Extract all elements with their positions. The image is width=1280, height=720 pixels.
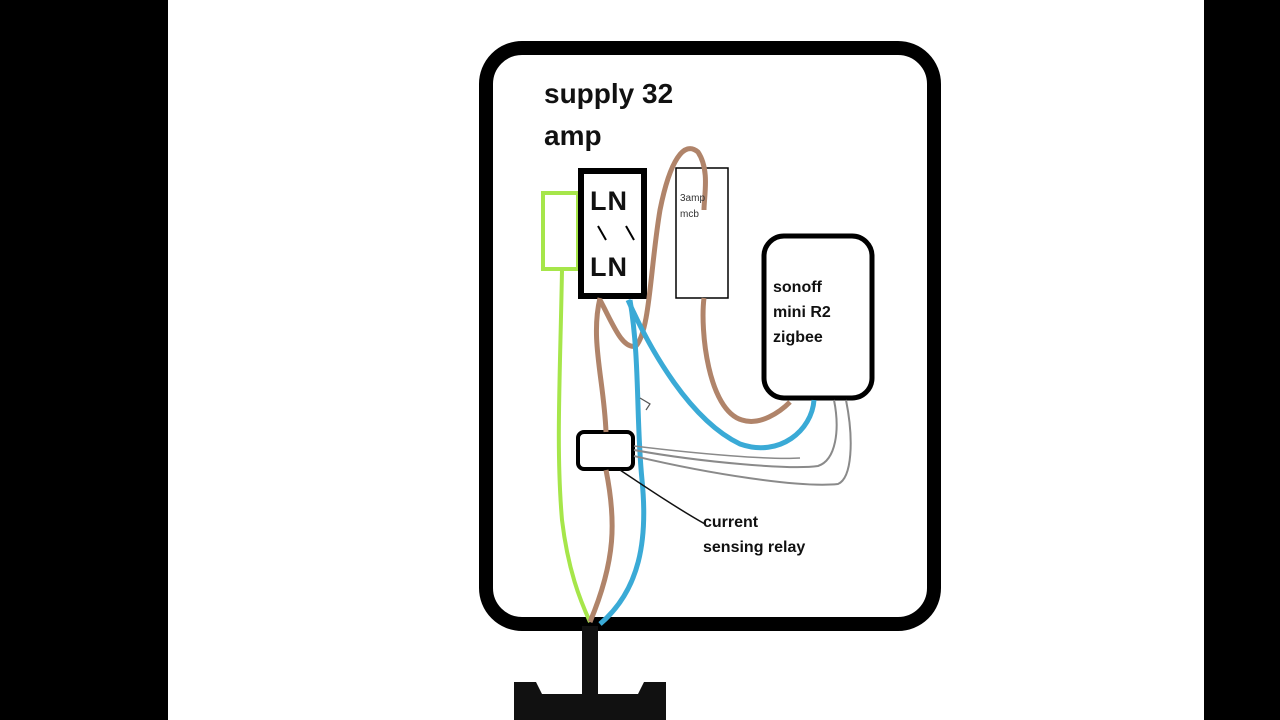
title-line-2: amp (544, 120, 602, 151)
earth-wire (556, 269, 592, 623)
sonoff-module (761, 233, 875, 401)
relay-label: current sensing relay (703, 510, 805, 560)
isolator-switch (578, 168, 647, 299)
isolator-contact-n (625, 225, 635, 241)
cable-entry (582, 626, 598, 696)
live-wire-mcb-to-sonoff (700, 297, 792, 424)
sonoff-label-line-1: sonoff (773, 279, 822, 296)
title-line-1: supply 32 (544, 78, 674, 109)
relay-label-line-1: current (703, 514, 759, 531)
sonoff-label-line-2: mini R2 (773, 304, 831, 321)
stray-mark (639, 397, 651, 411)
live-wire-relay-to-entry (587, 469, 615, 623)
relay-label-line-2: sensing relay (703, 539, 806, 556)
mcb-label-line-2: mcb (680, 209, 699, 220)
isolator-bottom-label: LN (590, 252, 628, 282)
mcb-label-line-1: 3amp (680, 193, 706, 204)
cable-gland (514, 682, 666, 720)
isolator-top-label: LN (590, 186, 628, 216)
signal-wire-1 (633, 399, 838, 469)
signal-wire-3 (633, 445, 801, 460)
live-wire-isolator-to-mcb (597, 146, 708, 349)
mcb-label: 3amp mcb (680, 191, 705, 223)
signal-wire-2 (633, 399, 852, 486)
sonoff-label: sonoff mini R2 zigbee (773, 275, 831, 350)
sonoff-label-line-3: zigbee (773, 329, 823, 346)
live-wire-isolator-to-relay (593, 297, 609, 433)
isolator-contact-l (597, 225, 607, 241)
enclosure-box (479, 41, 941, 631)
relay-label-pointer (619, 469, 706, 525)
neutral-wire-isolator-to-sonoff (625, 298, 817, 451)
neutral-wire-isolator-to-entry (598, 299, 647, 626)
